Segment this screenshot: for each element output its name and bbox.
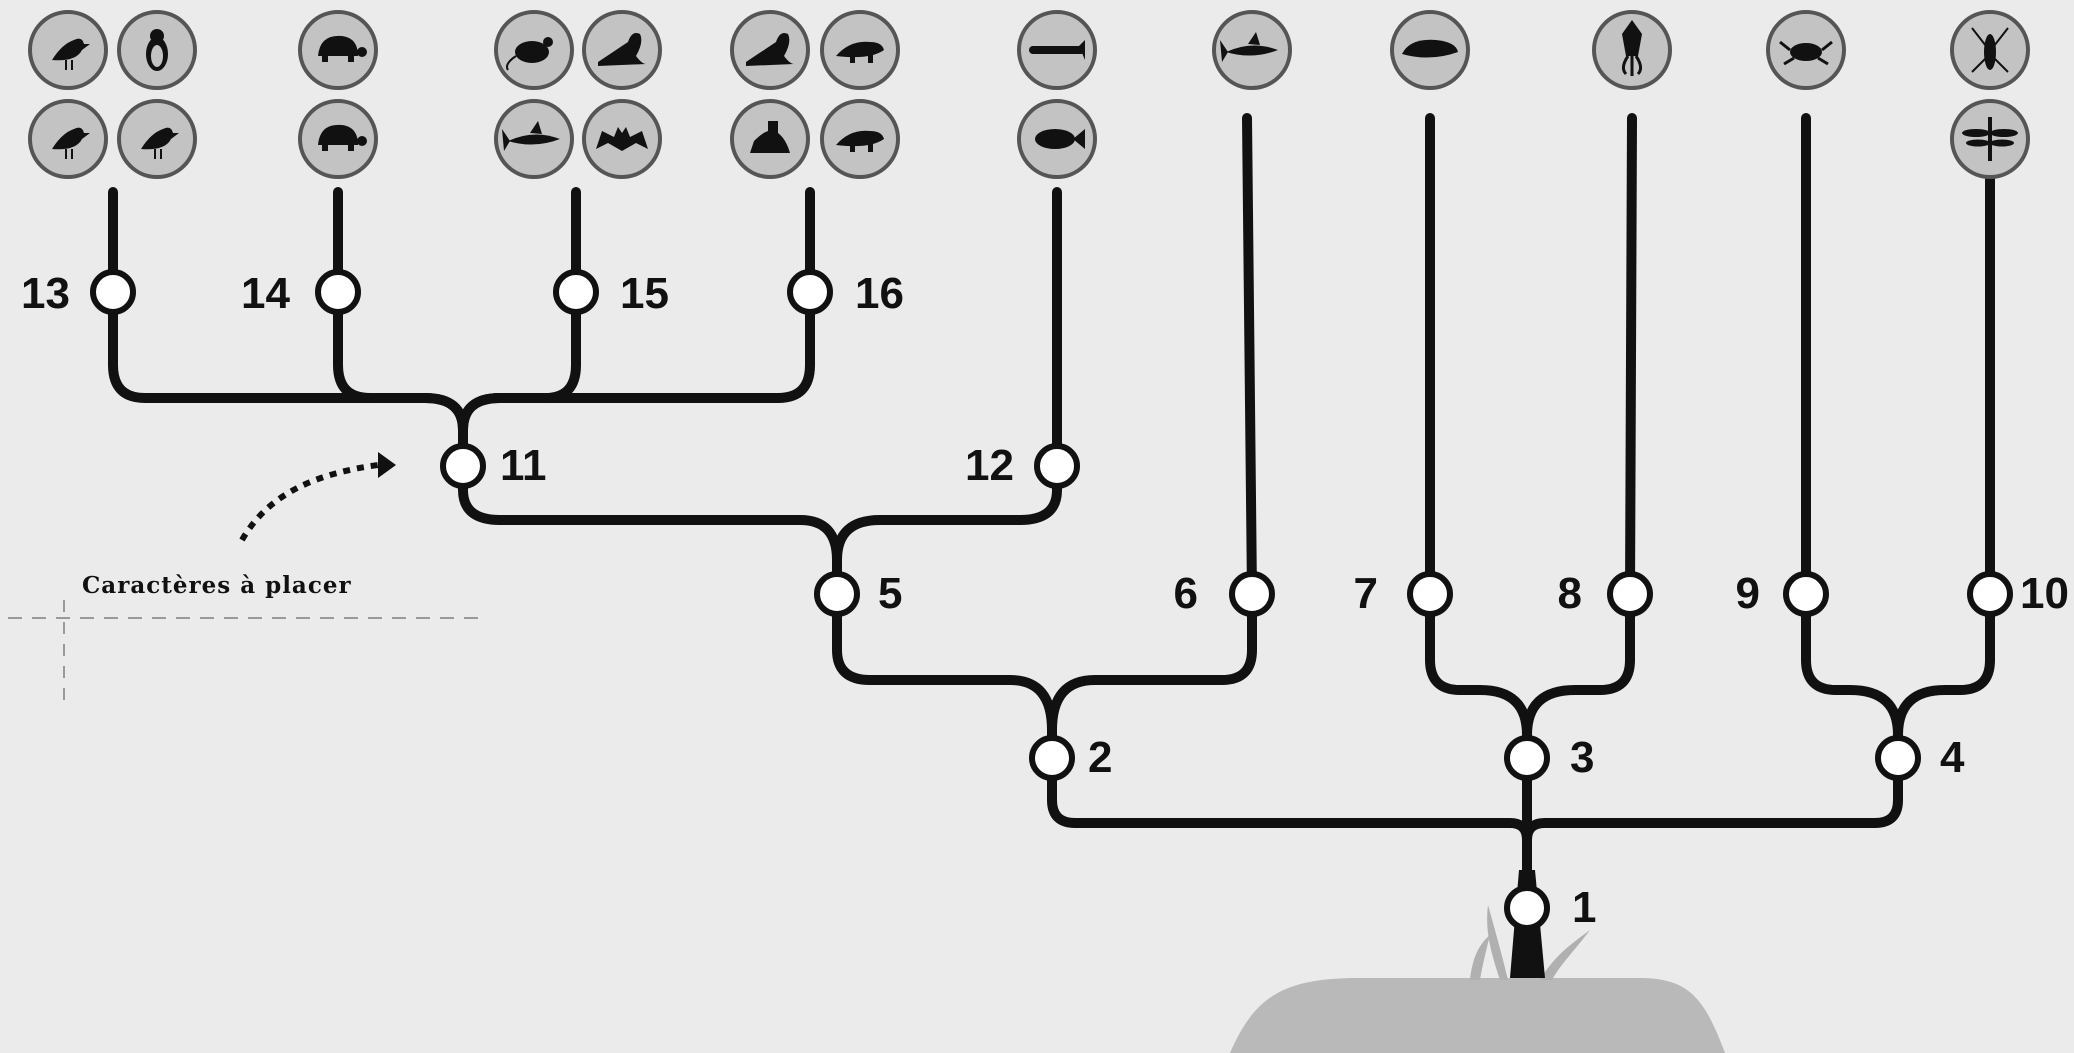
node-label-10: 10 [2020, 569, 2069, 618]
branch-segment [108, 287, 468, 471]
node-6[interactable] [1229, 571, 1275, 617]
mouse-icon [494, 10, 574, 90]
node-label-2: 2 [1088, 733, 1112, 782]
node-label-8: 8 [1558, 569, 1582, 618]
node-9[interactable] [1783, 571, 1829, 617]
node-4[interactable] [1875, 735, 1921, 781]
node-2[interactable] [1029, 735, 1075, 781]
node-label-13: 13 [21, 269, 70, 318]
node-label-11: 11 [500, 441, 547, 490]
branch-segment [1425, 589, 1532, 763]
node-3[interactable] [1504, 735, 1550, 781]
branch-segment [1625, 113, 1637, 599]
node-label-4: 4 [1940, 733, 1965, 782]
newt-icon [820, 99, 900, 179]
branch-segment [1801, 589, 1903, 763]
node-label-15: 15 [620, 269, 669, 318]
node-10[interactable] [1967, 571, 2013, 617]
branch-segment [1522, 753, 1903, 845]
bat-icon [582, 99, 662, 179]
grasshopper-icon [1950, 10, 2030, 90]
ground-mound [1230, 978, 1725, 1053]
sea-lion-icon [582, 10, 662, 90]
node-14[interactable] [315, 269, 361, 315]
branch-segment [1893, 589, 1995, 740]
node-label-3: 3 [1570, 733, 1594, 782]
node-16[interactable] [787, 269, 833, 315]
crab-icon [1766, 10, 1846, 90]
node-5[interactable] [814, 571, 860, 617]
node-label-7: 7 [1354, 569, 1378, 618]
bird-icon [117, 99, 197, 179]
branch-segment [832, 461, 1062, 565]
lamprey-icon [1017, 10, 1097, 90]
node-label-16: 16 [855, 269, 904, 318]
lizard-icon [820, 10, 900, 90]
bird-icon [28, 99, 108, 179]
taxa-icons [28, 10, 2030, 179]
frog-icon [730, 99, 810, 179]
grass-tufts [1470, 905, 1590, 980]
dragonfly-icon [1950, 99, 2030, 179]
turtle-icon [298, 99, 378, 179]
node-1[interactable] [1504, 885, 1550, 931]
branch-segment [1047, 589, 1257, 735]
node-15[interactable] [553, 269, 599, 315]
tree-branches [108, 113, 1995, 913]
branch-segment [458, 287, 581, 435]
node-label-6: 6 [1174, 569, 1198, 618]
squid-icon [1592, 10, 1672, 90]
node-label-12: 12 [965, 441, 1014, 490]
caption-text: Caractères à placer [82, 572, 352, 599]
branch-segment [1047, 753, 1532, 913]
annotation-arrow [239, 452, 396, 542]
fish-icon [1017, 99, 1097, 179]
branch-segment [333, 287, 468, 435]
bird-icon [28, 10, 108, 90]
seal-icon [730, 10, 810, 90]
node-label-1: 1 [1572, 883, 1596, 932]
penguin-icon [117, 10, 197, 90]
shark-icon [1212, 10, 1292, 90]
node-8[interactable] [1607, 571, 1653, 617]
turtle-icon [298, 10, 378, 90]
node-11[interactable] [440, 443, 486, 489]
slug-icon [1390, 10, 1470, 90]
node-label-5: 5 [878, 569, 902, 618]
node-label-14: 14 [241, 269, 290, 318]
node-12[interactable] [1034, 443, 1080, 489]
dolphin-icon [494, 99, 574, 179]
branch-segment [1522, 589, 1635, 740]
node-label-9: 9 [1736, 569, 1760, 618]
node-7[interactable] [1407, 571, 1453, 617]
node-13[interactable] [90, 269, 136, 315]
branch-segment [832, 589, 1057, 763]
caption-group: Caractères à placer [8, 572, 480, 700]
branch-segment [1242, 113, 1257, 599]
